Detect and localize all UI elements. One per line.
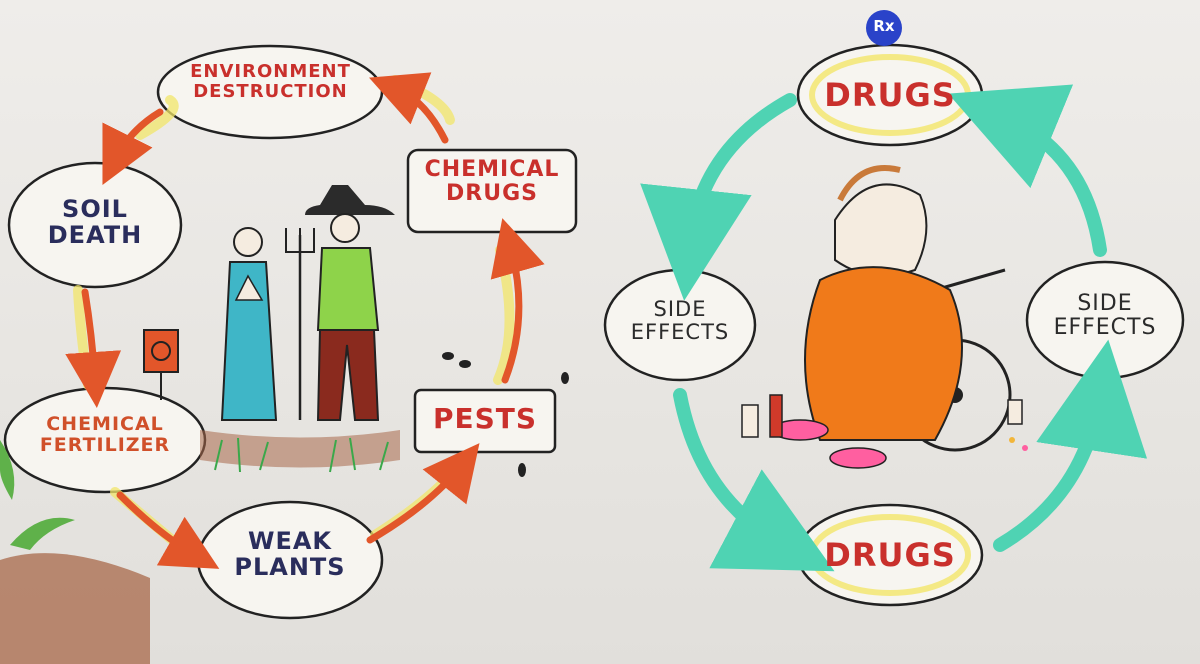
right-cycle-arrows xyxy=(640,84,1148,572)
label-chemical-fertilizer: Chemical Fertilizer xyxy=(39,413,171,456)
wheelchair-patient-illustration xyxy=(741,165,1028,469)
biohazard-sign xyxy=(143,329,179,400)
farmer-couple-illustration xyxy=(200,185,400,473)
corner-plants xyxy=(0,440,150,664)
arrow-side-right-to-drugs-top xyxy=(948,84,1107,257)
label-environment-destruction: Environment Destruction xyxy=(190,61,351,102)
arrow-soil-to-fertilizer xyxy=(65,288,122,408)
arrow-chemical-drugs-to-environment xyxy=(369,72,449,144)
label-soil-death: Soil Death xyxy=(47,195,143,250)
rx-badge xyxy=(866,10,902,46)
label-pests: Pests xyxy=(432,402,538,435)
label-side-effects-left: Side Effects xyxy=(630,297,730,345)
label-chemical-drugs: Chemical Drugs xyxy=(424,157,560,207)
arrow-fertilizer-to-weak-plants xyxy=(116,491,220,569)
soil-death-cloud xyxy=(7,161,183,289)
arrow-environment-to-soil xyxy=(102,108,164,186)
pest-bugs xyxy=(442,352,569,477)
arrow-weak-plants-to-pests xyxy=(366,443,480,544)
label-side-effects-right: Side Effects xyxy=(1053,291,1157,341)
label-weak-plants: Weak Plants xyxy=(234,527,346,582)
arrow-side-left-to-drugs-bottom xyxy=(673,388,835,572)
arrow-drugs-top-to-side-left xyxy=(640,93,797,301)
label-drugs-top: Drugs xyxy=(824,76,956,114)
pests-box xyxy=(413,388,557,454)
arrow-pests-to-chemical-drugs xyxy=(490,218,545,384)
left-cycle-arrows xyxy=(65,72,545,569)
label-drugs-bottom: Drugs xyxy=(824,536,956,574)
rx-badge-text: Rx xyxy=(873,17,895,35)
arrow-drugs-bottom-to-side-right xyxy=(993,339,1148,552)
